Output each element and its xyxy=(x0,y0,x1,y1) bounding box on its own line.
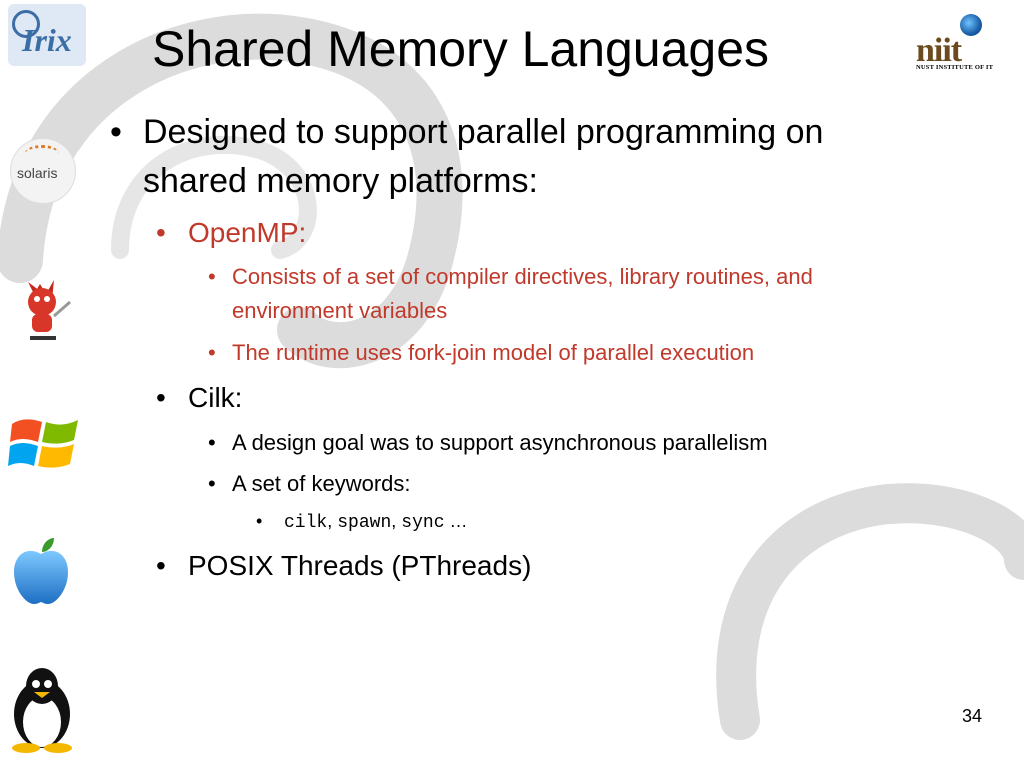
bullet-text-line: Consists of a set of compiler directives… xyxy=(232,264,813,289)
bullet-marker: • xyxy=(156,382,166,413)
slide-title: Shared Memory Languages xyxy=(152,21,770,77)
keyword-spawn: spawn xyxy=(337,513,392,533)
bullet-marker: • xyxy=(208,340,216,365)
page-number: 34 xyxy=(962,706,983,726)
apple-logo-icon xyxy=(14,538,68,604)
keyword-cilk: cilk xyxy=(284,513,328,533)
bullet-text-line: A set of keywords: xyxy=(232,471,411,496)
keyword-separator: , xyxy=(327,511,333,531)
posix-heading: POSIX Threads (PThreads) xyxy=(188,550,532,581)
solaris-logo-text: solaris xyxy=(17,165,58,181)
solaris-logo: solaris xyxy=(10,138,76,204)
bsd-daemon-icon xyxy=(28,280,71,340)
keyword-sync: sync xyxy=(401,513,445,533)
bullet-text-line: environment variables xyxy=(232,298,448,323)
niit-logo-subtext: NUST INSTITUTE OF IT xyxy=(916,64,994,71)
bullet-marker: • xyxy=(156,550,166,581)
bullet-text-line: The runtime uses fork-join model of para… xyxy=(232,340,755,365)
keyword-list: cilk, spawn, sync … xyxy=(284,508,468,536)
irix-logo: Irix xyxy=(8,4,86,66)
bullet-text-line: Designed to support parallel programming… xyxy=(143,113,824,151)
globe-icon xyxy=(960,14,982,36)
bullet-marker: • xyxy=(256,511,263,531)
linux-tux-icon xyxy=(12,668,72,753)
bullet-text-line: A design goal was to support asynchronou… xyxy=(232,430,768,455)
bullet-marker: • xyxy=(208,430,216,455)
keyword-separator: , xyxy=(391,511,397,531)
cilk-heading: Cilk: xyxy=(188,382,243,413)
bullet-marker: • xyxy=(208,264,216,289)
openmp-heading: OpenMP: xyxy=(188,217,307,248)
windows-logo-icon xyxy=(8,419,78,468)
keyword-ellipsis: … xyxy=(444,511,468,531)
niit-logo: niit NUST INSTITUTE OF IT xyxy=(916,14,1016,78)
niit-logo-text: niit xyxy=(916,32,962,69)
bullet-marker: • xyxy=(208,471,216,496)
bullet-marker: • xyxy=(110,113,122,151)
bullet-marker: • xyxy=(156,217,166,248)
irix-logo-text: Irix xyxy=(22,22,72,58)
bullet-text-line: shared memory platforms: xyxy=(143,162,538,200)
